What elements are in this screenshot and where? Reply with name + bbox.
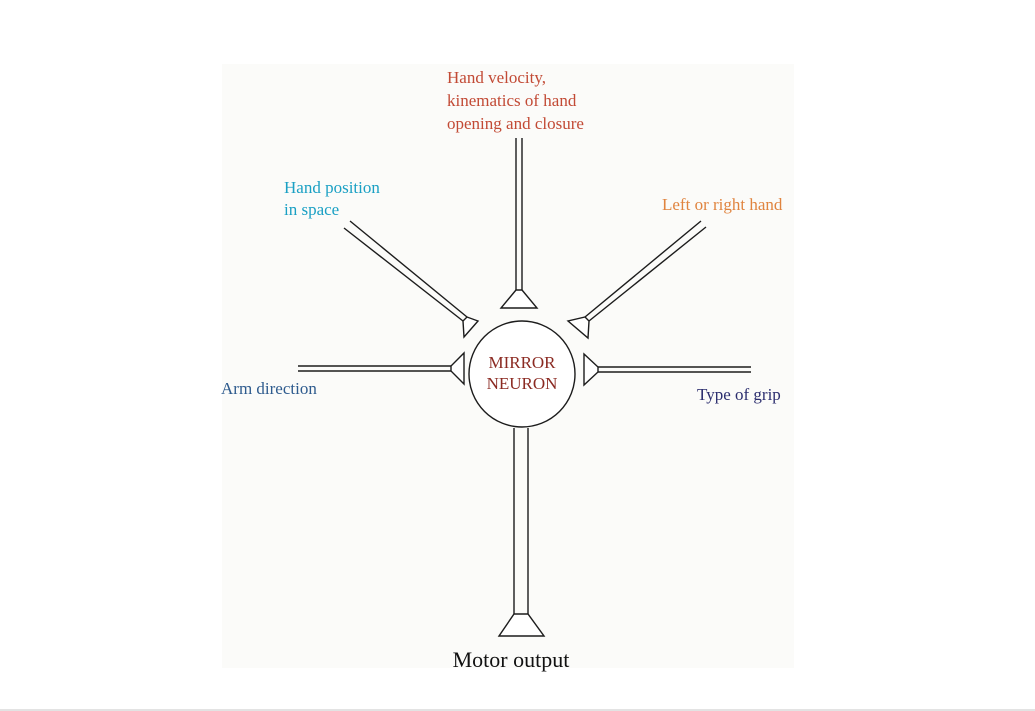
upper-left-label-line-2: in space bbox=[284, 200, 339, 219]
top-input-axon bbox=[499, 138, 539, 309]
upper-left-label-line-1: Hand position bbox=[284, 178, 380, 197]
upper-right-input-axon bbox=[566, 220, 707, 340]
neuron-label-line-2: NEURON bbox=[487, 374, 558, 393]
bottom-divider bbox=[0, 709, 1035, 711]
upper-left-input-axon bbox=[343, 220, 480, 339]
top-label-line-3: opening and closure bbox=[447, 114, 584, 133]
upper-left-input-label: Hand position in space bbox=[284, 178, 380, 219]
mirror-neuron-cell-body bbox=[468, 320, 576, 428]
top-input-label: Hand velocity, kinematics of hand openin… bbox=[447, 68, 584, 133]
top-label-line-1: Hand velocity, bbox=[447, 68, 546, 87]
right-input-label: Type of grip bbox=[697, 385, 781, 404]
right-input-axon bbox=[583, 352, 751, 387]
motor-output-label: Motor output bbox=[453, 647, 570, 672]
left-input-label: Arm direction bbox=[221, 379, 317, 398]
left-input-axon bbox=[298, 351, 465, 386]
top-label-line-2: kinematics of hand bbox=[447, 91, 577, 110]
neuron-label-line-1: MIRROR bbox=[488, 353, 556, 372]
upper-right-input-label: Left or right hand bbox=[662, 195, 783, 214]
output-axon bbox=[497, 428, 546, 637]
